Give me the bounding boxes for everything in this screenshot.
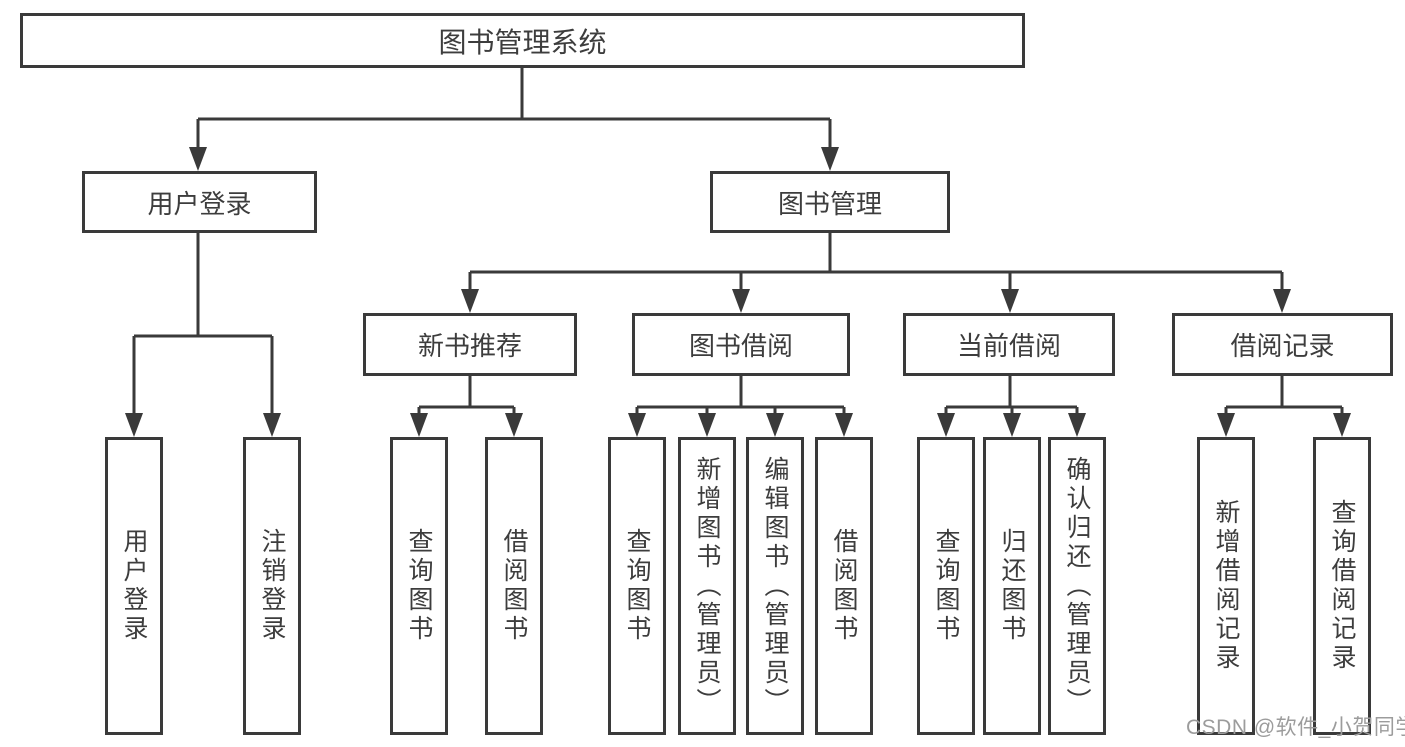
node-book-borrow-label: 图书借阅 xyxy=(688,331,793,361)
leaf-user-login: 用户登录 xyxy=(105,437,163,735)
leaf-borrow-edit-book-admin-label: 编辑图书（管理员） xyxy=(761,455,789,717)
leaf-records-add-record: 新增借阅记录 xyxy=(1197,437,1255,735)
leaf-logout: 注销登录 xyxy=(243,437,301,735)
node-book-management: 图书管理 xyxy=(710,171,950,233)
leaf-current-return-book-label: 归还图书 xyxy=(998,528,1026,644)
leaf-current-query-book-label: 查询图书 xyxy=(932,528,960,644)
leaf-recommend-query-book: 查询图书 xyxy=(390,437,448,735)
leaf-user-login-label: 用户登录 xyxy=(120,528,148,644)
leaf-borrow-query-book: 查询图书 xyxy=(608,437,666,735)
node-user-login-label: 用户登录 xyxy=(147,188,252,219)
node-new-book-recommend-label: 新书推荐 xyxy=(417,331,522,361)
leaf-logout-label: 注销登录 xyxy=(258,528,286,644)
leaf-recommend-borrow-book-label: 借阅图书 xyxy=(500,528,528,644)
leaf-borrow-borrow-book-label: 借阅图书 xyxy=(830,528,858,644)
node-current-borrow-label: 当前借阅 xyxy=(956,331,1061,361)
node-user-login: 用户登录 xyxy=(82,171,317,233)
leaf-records-query-record-label: 查询借阅记录 xyxy=(1328,499,1356,673)
watermark: CSDN @软件_小贺同学 xyxy=(1186,716,1405,739)
leaf-current-return-book: 归还图书 xyxy=(983,437,1041,735)
leaf-borrow-edit-book-admin: 编辑图书（管理员） xyxy=(746,437,804,735)
node-book-management-label: 图书管理 xyxy=(777,188,882,219)
leaf-records-query-record: 查询借阅记录 xyxy=(1313,437,1371,735)
leaf-borrow-add-book-admin: 新增图书（管理员） xyxy=(678,437,736,735)
leaf-current-confirm-return-admin: 确认归还（管理员） xyxy=(1048,437,1106,735)
leaf-recommend-query-book-label: 查询图书 xyxy=(405,528,433,644)
node-root: 图书管理系统 xyxy=(20,13,1025,68)
leaf-borrow-query-book-label: 查询图书 xyxy=(623,528,651,644)
leaf-current-confirm-return-admin-label: 确认归还（管理员） xyxy=(1063,455,1091,717)
node-current-borrow: 当前借阅 xyxy=(903,313,1115,376)
arrowheads xyxy=(125,147,1351,437)
leaf-recommend-borrow-book: 借阅图书 xyxy=(485,437,543,735)
node-root-label: 图书管理系统 xyxy=(438,26,607,58)
node-borrow-records-label: 借阅记录 xyxy=(1230,331,1335,361)
leaf-borrow-borrow-book: 借阅图书 xyxy=(815,437,873,735)
node-new-book-recommend: 新书推荐 xyxy=(363,313,577,376)
leaf-current-query-book: 查询图书 xyxy=(917,437,975,735)
node-book-borrow: 图书借阅 xyxy=(632,313,850,376)
leaf-borrow-add-book-admin-label: 新增图书（管理员） xyxy=(693,455,721,717)
leaf-records-add-record-label: 新增借阅记录 xyxy=(1212,499,1240,673)
node-borrow-records: 借阅记录 xyxy=(1172,313,1393,376)
